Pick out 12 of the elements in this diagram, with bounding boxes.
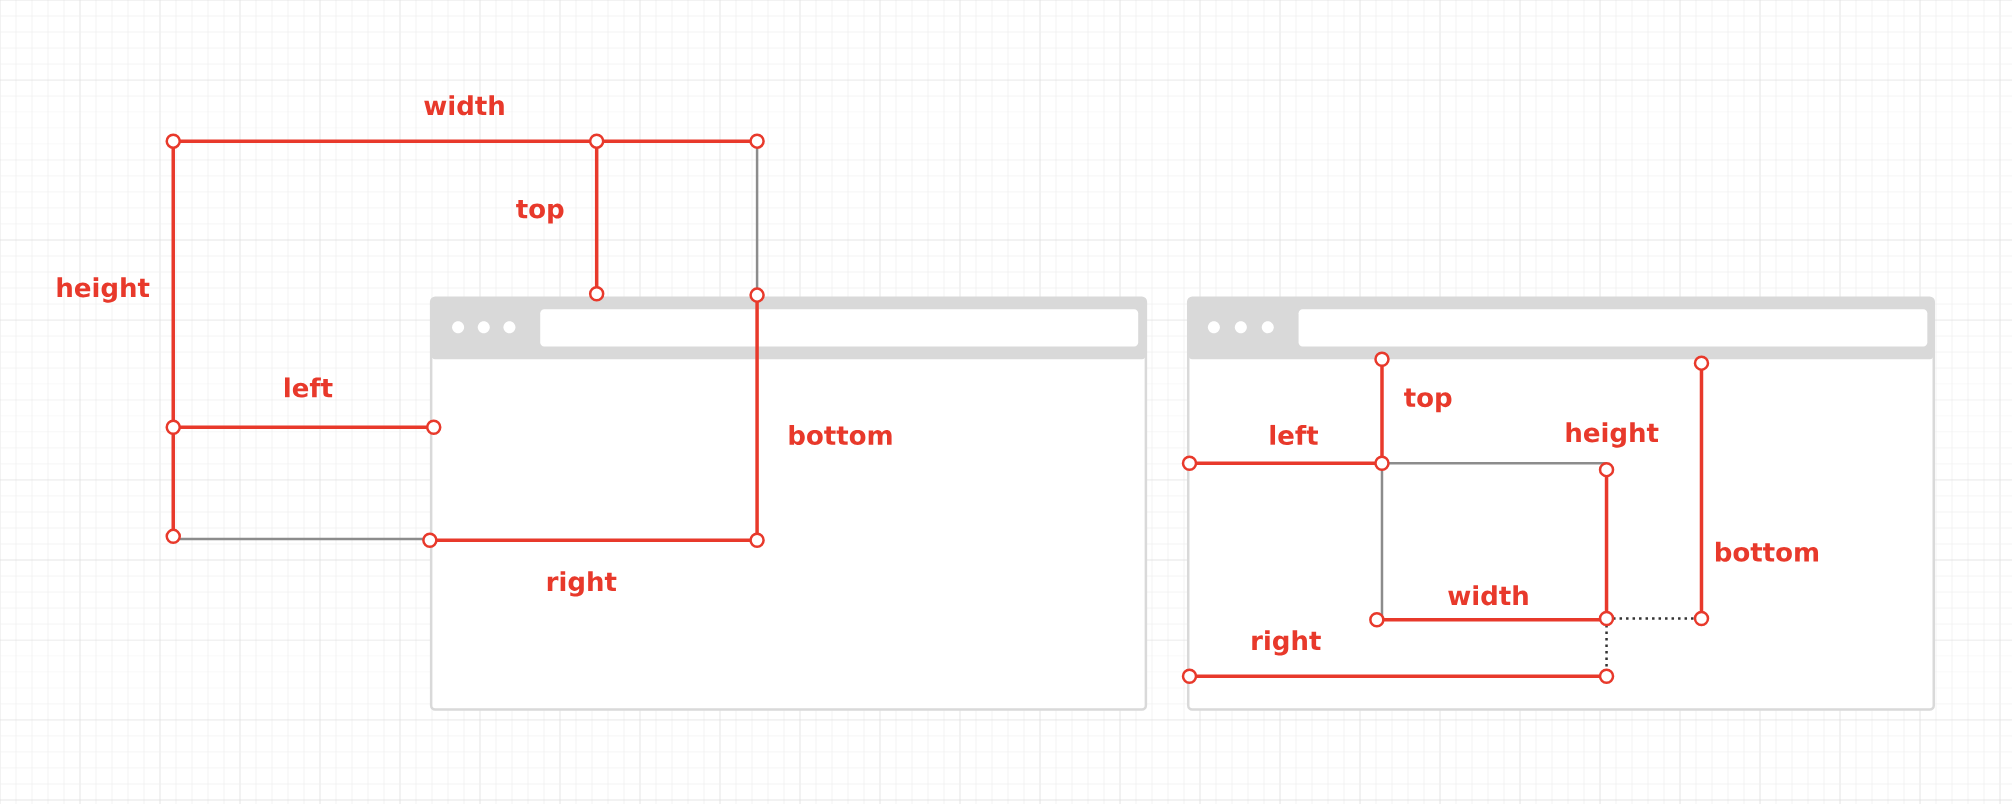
- dimension-label: bottom: [1716, 541, 1818, 562]
- dimension-label: width: [424, 95, 504, 116]
- dimension-label: bottom: [789, 424, 892, 446]
- dimension-label: width: [1448, 585, 1528, 606]
- dimension-label: top: [516, 199, 564, 224]
- dimension-label: left: [1270, 424, 1318, 446]
- dimension-label: right: [1252, 630, 1321, 656]
- dimension-label: left: [285, 377, 333, 398]
- dimension-label: right: [547, 571, 617, 597]
- dimension-label: height: [1566, 422, 1659, 448]
- dimension-label: height: [57, 277, 150, 303]
- dimension-label: top: [1404, 388, 1452, 413]
